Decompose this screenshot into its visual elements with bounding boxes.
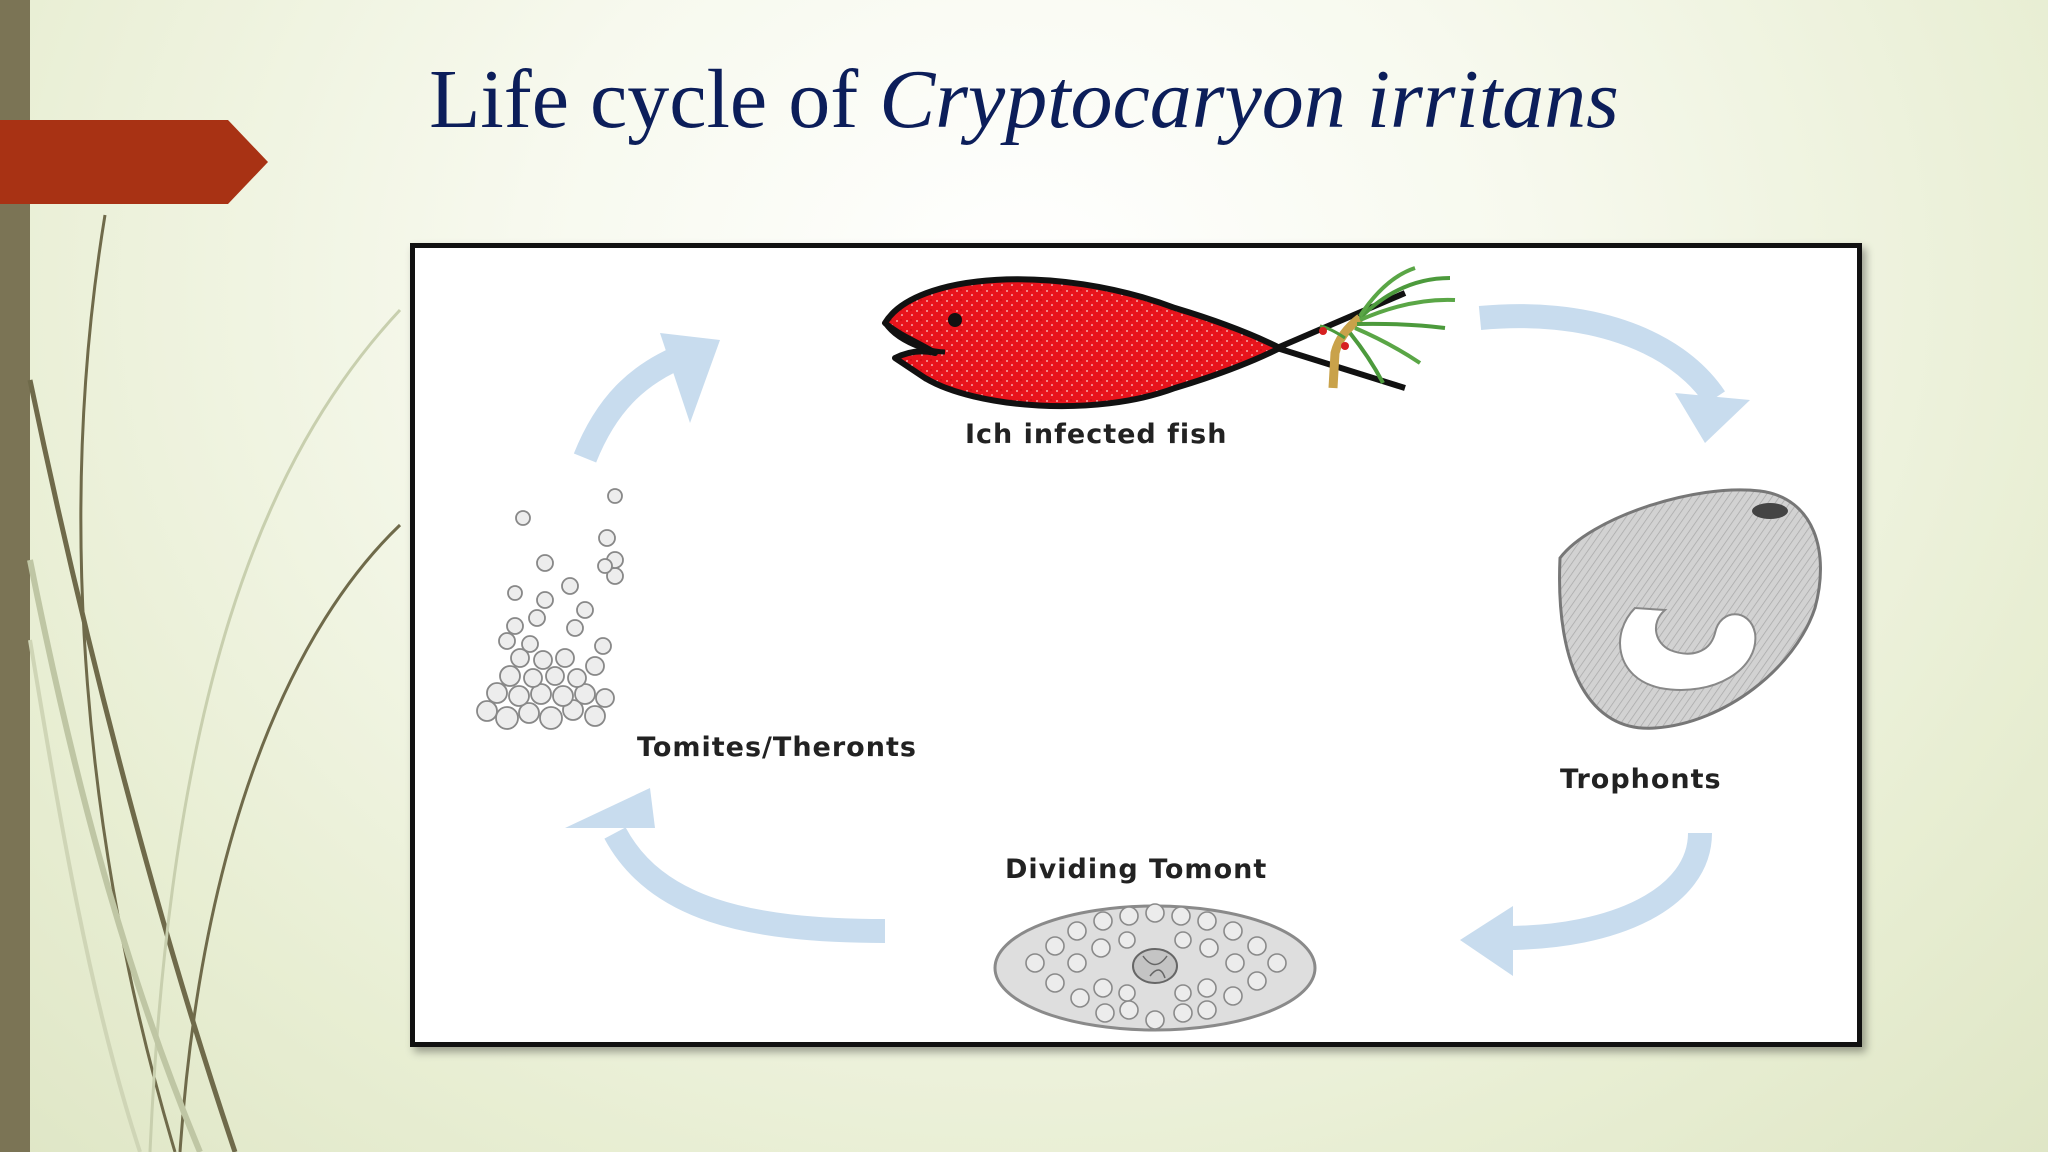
tomites-cluster — [476, 488, 624, 730]
seaweed-icon — [1319, 266, 1456, 389]
red-arrow-tab — [0, 120, 268, 204]
arrowhead-icon — [660, 333, 720, 423]
title-species: Cryptocaryon irritans — [879, 53, 1619, 146]
stage-label-tomites-theronts: Tomites/Theronts — [637, 732, 917, 763]
life-cycle-diagram: Ich infected fish Trophonts Dividing Tom… — [410, 243, 1862, 1047]
dividing-tomont-cell — [993, 903, 1317, 1032]
fish-eye-icon — [948, 313, 962, 327]
decorative-grass-curves — [27, 214, 402, 1152]
infected-fish — [882, 276, 1407, 410]
cycle-arrow-fish-to-trophonts — [1478, 304, 1725, 405]
arrowhead-icon — [1675, 393, 1750, 443]
stage-label-trophonts: Trophonts — [1560, 764, 1722, 795]
slide-title: Life cycle of Cryptocaryon irritans — [0, 52, 2048, 149]
title-prefix: Life cycle of — [429, 53, 880, 146]
cycle-arrow-trophonts-to-tomont — [1504, 832, 1712, 950]
cycle-arrow-tomont-to-tomites — [604, 827, 886, 943]
life-cycle-svg: Ich infected fish Trophonts Dividing Tom… — [476, 266, 1822, 1032]
arrowhead-icon — [1460, 906, 1513, 976]
stage-label-dividing-tomont: Dividing Tomont — [1005, 854, 1267, 885]
trophont-cell — [1558, 488, 1822, 730]
arrowhead-icon — [565, 788, 655, 828]
stage-label-infected-fish: Ich infected fish — [965, 419, 1227, 450]
